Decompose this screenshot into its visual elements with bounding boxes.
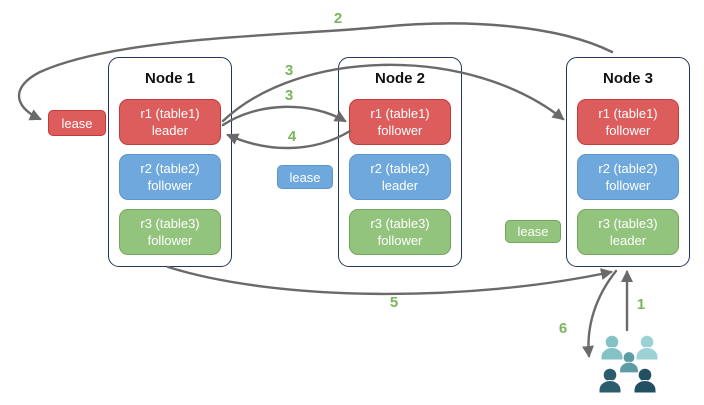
lease-badge-r3: lease <box>505 220 561 243</box>
replica-role: follower <box>377 233 423 248</box>
arrow-step3-node1-to-node2 <box>221 105 347 127</box>
node1-r1-leader-box: r1 (table1) leader <box>119 99 221 145</box>
replica-label: r3 (table3) <box>598 216 658 231</box>
node3-r1-follower-box: r1 (table1) follower <box>577 99 679 145</box>
user-figure-top-left <box>600 334 624 361</box>
node-1-box: Node 1 r1 (table1) leader r2 (table2) fo… <box>108 57 232 267</box>
step-label-6: 6 <box>558 320 568 337</box>
replica-label: r1 (table1) <box>598 106 658 121</box>
step-label-3a: 3 <box>284 62 294 79</box>
replica-label: r2 (table2) <box>598 161 658 176</box>
replica-role: leader <box>151 123 189 138</box>
node2-r2-leader-box: r2 (table2) leader <box>349 154 451 200</box>
replica-role: leader <box>381 178 419 193</box>
node1-r2-follower-box: r2 (table2) follower <box>119 154 221 200</box>
replica-role: follower <box>377 123 423 138</box>
replica-label: r1 (table1) <box>370 106 430 121</box>
user-figure-bottom-left <box>598 367 622 394</box>
step-label-4: 4 <box>287 128 297 145</box>
node-3-title: Node 3 <box>602 70 653 87</box>
replica-label: r2 (table2) <box>370 161 430 176</box>
step-label-1: 1 <box>636 296 646 313</box>
replica-role: leader <box>609 233 647 248</box>
node-3-box: Node 3 r1 (table1) follower r2 (table2) … <box>566 57 690 267</box>
user-figure-top-right <box>635 334 659 361</box>
step-label-2: 2 <box>333 10 343 27</box>
users-icon <box>598 334 659 394</box>
node-1-title: Node 1 <box>144 70 195 87</box>
replica-role: follower <box>147 178 193 193</box>
node1-r3-follower-box: r3 (table3) follower <box>119 209 221 255</box>
node-2-title: Node 2 <box>374 70 425 87</box>
node3-r2-follower-box: r2 (table2) follower <box>577 154 679 200</box>
replica-role: follower <box>605 178 651 193</box>
step-label-5: 5 <box>389 294 399 311</box>
node3-r3-leader-box: r3 (table3) leader <box>577 209 679 255</box>
lease-badge-r1: lease <box>48 110 106 136</box>
replica-label: r1 (table1) <box>140 106 200 121</box>
node2-r3-follower-box: r3 (table3) follower <box>349 209 451 255</box>
replica-role: follower <box>605 123 651 138</box>
replica-label: r3 (table3) <box>140 216 200 231</box>
user-figure-middle <box>619 351 639 374</box>
replica-label: r2 (table2) <box>140 161 200 176</box>
user-figure-bottom-right <box>633 367 657 394</box>
node-2-box: Node 2 r1 (table1) follower r2 (table2) … <box>338 57 462 267</box>
replica-label: r3 (table3) <box>370 216 430 231</box>
lease-badge-r2: lease <box>277 165 333 189</box>
replica-role: follower <box>147 233 193 248</box>
arrow-step5-node1-to-node3 <box>166 265 613 296</box>
node2-r1-follower-box: r1 (table1) follower <box>349 99 451 145</box>
step-label-3b: 3 <box>284 87 294 104</box>
